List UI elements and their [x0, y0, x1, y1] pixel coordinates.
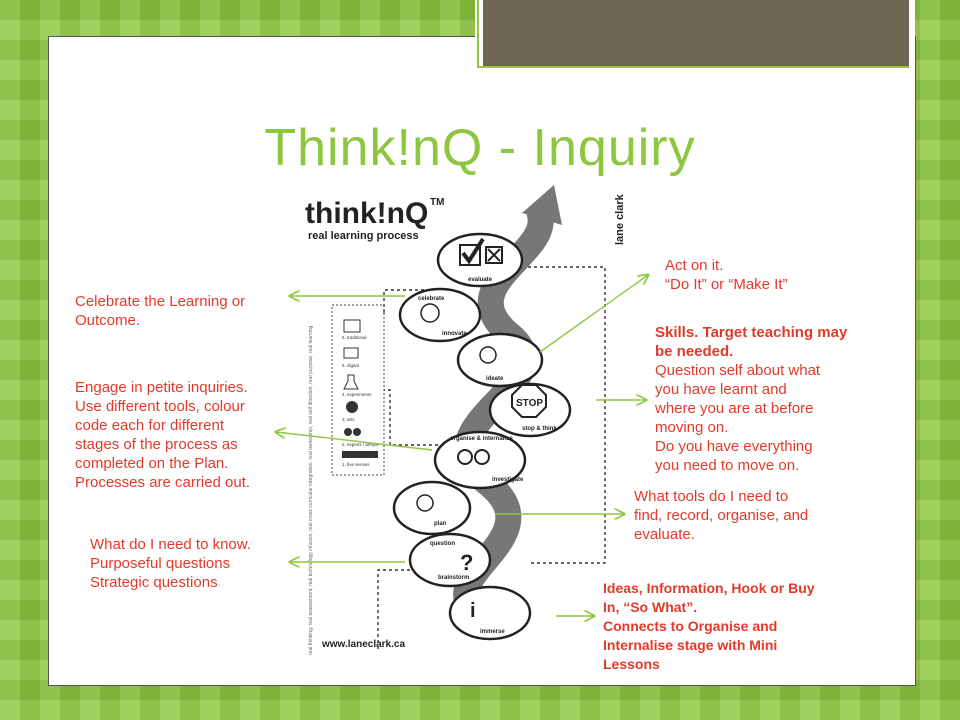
tool-label: 6. traditional	[342, 335, 367, 340]
stage-label: brainstorm	[438, 575, 469, 581]
tab-panel	[483, 0, 909, 66]
note-line: stages of the process as	[75, 436, 238, 453]
note-tools: What tools do I need to find, record, or…	[634, 487, 808, 544]
stage-label: investigate	[492, 477, 524, 483]
note-line: What do I need to know.	[90, 536, 251, 553]
note-line: Skills. Target teaching may	[655, 324, 848, 341]
slide-title: Think!nQ - Inquiry	[264, 119, 696, 177]
note-skills: Skills. Target teaching may be needed. Q…	[655, 323, 847, 475]
tool-label: 5. digital	[342, 363, 359, 368]
note-ideas: Ideas, Information, Hook or Buy In, “So …	[603, 579, 815, 674]
info-icon: i	[470, 600, 476, 622]
connector-left-top	[383, 289, 430, 313]
tool-label: 1. five senses	[342, 462, 370, 467]
note-line: Engage in petite inquiries.	[75, 379, 248, 396]
stage-label: organise & internalise	[450, 436, 513, 442]
stage-brainstorm	[408, 532, 492, 588]
note-line: Celebrate the Learning or	[75, 293, 246, 310]
book-icon	[343, 319, 361, 333]
note-line: In, “So What”.	[603, 599, 698, 615]
note-line: code each for different	[75, 417, 224, 434]
website: www.laneclark.ca	[321, 639, 405, 650]
tool-label: 4. experiments	[342, 392, 372, 397]
stage-innovate	[398, 287, 482, 343]
note-line: Use different tools, colour	[75, 398, 245, 415]
stage-immerse	[448, 585, 532, 641]
x-icon	[487, 248, 501, 262]
note-line: “Do It” or “Make It”	[665, 276, 788, 293]
note-line: you have learnt and	[655, 381, 787, 398]
stage-label: innovate	[442, 331, 467, 337]
note-line: Purposeful questions	[90, 555, 231, 572]
people-icon	[353, 428, 361, 436]
laptop-icon	[343, 347, 359, 359]
lightbulb-icon	[479, 346, 497, 364]
checkbox-icon	[459, 244, 481, 266]
note-line: moving on.	[655, 419, 729, 436]
note-line: What tools do I need to	[634, 488, 789, 505]
palette-icon	[346, 401, 358, 413]
stage-label: question	[430, 541, 455, 547]
note-line: find, record, organise, and	[634, 507, 809, 524]
flask-icon	[343, 374, 359, 390]
author: lane clark	[614, 193, 626, 245]
stop-sign-text: STOP	[516, 398, 543, 409]
balloon-icon	[420, 303, 440, 323]
connector-left-mid	[384, 389, 450, 446]
note-line: you need to move on.	[655, 457, 800, 474]
note-line: Connects to Organise and	[603, 618, 778, 634]
stage-label: evaluate	[468, 277, 493, 283]
tool-label: 3. arts	[342, 417, 355, 422]
stage-label: celebrate	[418, 296, 445, 302]
stop-sign-icon	[511, 384, 547, 418]
arrow-act	[539, 275, 648, 353]
note-celebrate: Celebrate the Learning or Outcome.	[75, 292, 245, 330]
people-icon	[344, 428, 352, 436]
note-line: Internalise stage with Mini	[603, 637, 778, 653]
note-act: Act on it. “Do It” or “Make It”	[665, 256, 788, 294]
think-inq-diagram: think!nQ TM real learning process lane c…	[305, 185, 626, 655]
side-text: real thinking, real assessment, real tec…	[308, 325, 314, 655]
note-know: What do I need to know. Purposeful quest…	[90, 535, 251, 592]
senses-icon	[342, 451, 378, 458]
xbox-icon	[485, 246, 503, 264]
stage-ideate	[456, 332, 544, 388]
note-line: be needed.	[655, 343, 734, 360]
stage-investigate	[433, 430, 527, 490]
pie-icon	[416, 494, 434, 512]
logo-text: think!nQ	[305, 197, 428, 230]
stage-label: plan	[434, 521, 447, 527]
title-tab	[475, 0, 915, 72]
connector-left-bottom	[377, 569, 410, 650]
note-line: Processes are carried out.	[75, 474, 251, 491]
note-line: Outcome.	[75, 312, 141, 329]
stage-label: immerse	[480, 629, 505, 635]
note-engage: Engage in petite inquiries. Use differen…	[75, 378, 250, 492]
note-line: Strategic questions	[90, 574, 218, 591]
note-line: evaluate.	[634, 526, 695, 543]
question-icon: ?	[460, 550, 473, 575]
note-line: Question self about what	[655, 362, 821, 379]
gear-icon	[474, 449, 490, 465]
stage-label: ideate	[486, 376, 504, 382]
note-line: Do you have everything	[655, 438, 813, 455]
logo-subtitle: real learning process	[308, 230, 419, 242]
stage-label: stop & think	[522, 426, 557, 432]
note-line: completed on the Plan.	[75, 455, 229, 472]
note-line: Ideas, Information, Hook or Buy	[603, 580, 815, 596]
note-line: where you are at before	[655, 400, 814, 417]
gear-icon	[457, 449, 473, 465]
connector-right	[528, 266, 606, 564]
tool-label: 2. experts / people	[342, 442, 380, 447]
arrow-head	[522, 185, 562, 225]
arrow-engage	[276, 432, 433, 451]
note-line: Act on it.	[665, 257, 724, 274]
trademark: TM	[430, 197, 444, 208]
check-icon	[461, 237, 485, 265]
note-line: Lessons	[603, 656, 660, 672]
